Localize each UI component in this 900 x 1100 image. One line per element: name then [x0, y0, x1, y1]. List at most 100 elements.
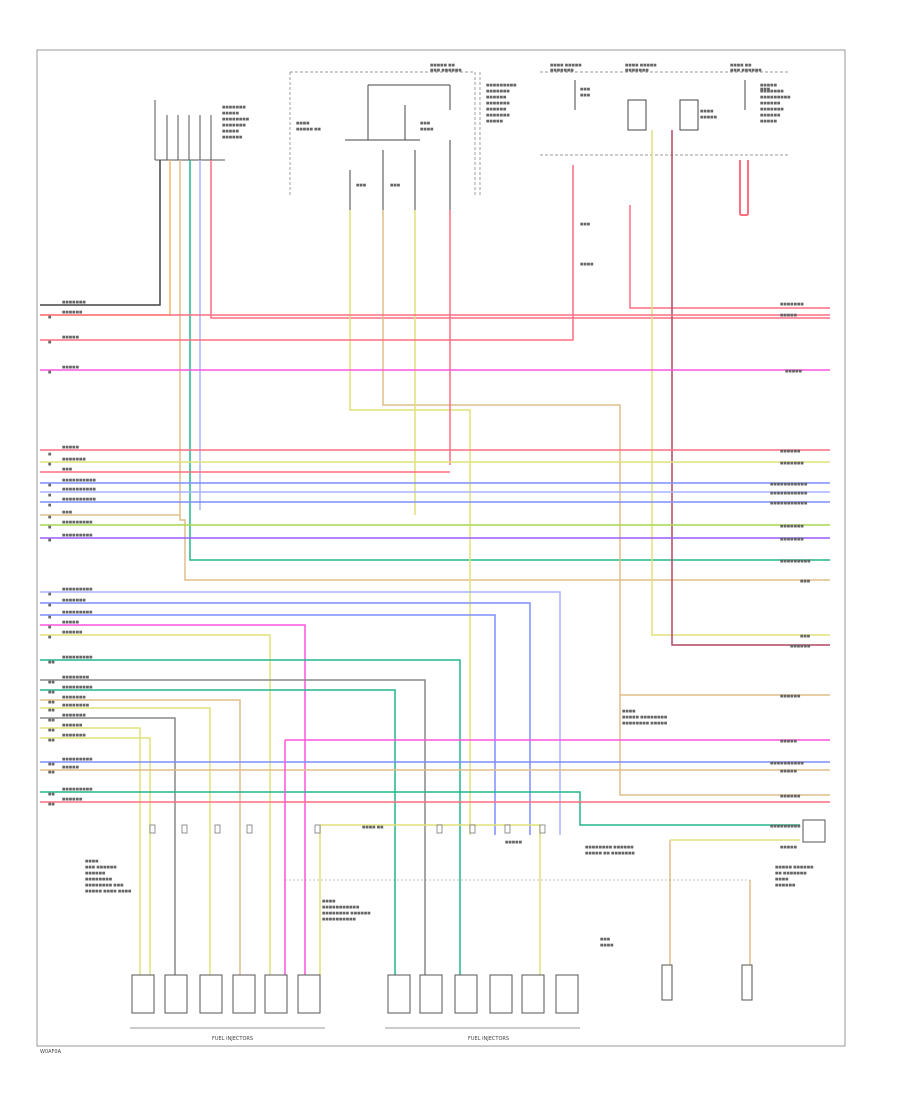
svg-text:■■■■ ■■: ■■■■ ■■	[362, 825, 384, 829]
svg-text:■■■■ ■■■■■: ■■■■ ■■■■■	[625, 63, 657, 67]
svg-text:■: ■	[48, 493, 52, 497]
svg-text:■■■ ■■■■■■: ■■■ ■■■■■■	[85, 865, 117, 869]
svg-text:■■■■■■■■■: ■■■■■■■■■	[62, 587, 93, 591]
svg-text:■■■■■■■■■: ■■■■■■■■■	[780, 559, 811, 563]
svg-text:■■■■■■■■■: ■■■■■■■■■	[770, 824, 801, 828]
svg-text:■■■■■■■■ ■■■■■: ■■■■■■■■ ■■■■■	[622, 721, 668, 725]
top-connector-left	[154, 100, 225, 161]
svg-text:■■■■■■■■■■: ■■■■■■■■■■	[770, 761, 805, 765]
svg-text:■■■: ■■■	[62, 467, 73, 471]
right-connector	[802, 819, 826, 843]
svg-text:■■■■■ ■■: ■■■■■ ■■	[296, 127, 322, 131]
svg-text:■■■■■ ■■■■ ■■■■: ■■■■■ ■■■■ ■■■■	[85, 889, 132, 893]
svg-text:■■■■■■■■■■: ■■■■■■■■■■	[322, 917, 357, 921]
svg-text:■■■■■■■■: ■■■■■■■■	[62, 675, 90, 679]
svg-text:■■■■■■■: ■■■■■■■	[62, 598, 86, 602]
svg-text:■■■■■■■: ■■■■■■■	[222, 123, 246, 127]
svg-text:■■■■■: ■■■■■	[700, 115, 718, 119]
svg-text:■■■■■■■: ■■■■■■■	[486, 101, 510, 105]
svg-text:■■■■■■■: ■■■■■■■	[780, 461, 804, 465]
svg-text:■■■■■■■■■: ■■■■■■■■■	[62, 655, 93, 659]
svg-text:■■■■■■■: ■■■■■■■	[62, 300, 86, 304]
svg-text:■■■■■■■: ■■■■■■■	[62, 733, 86, 737]
svg-text:■■■■■■■■■: ■■■■■■■■■	[486, 83, 517, 87]
svg-text:■: ■	[48, 370, 52, 374]
svg-text:■: ■	[48, 315, 52, 319]
svg-text:■■■■■■■■■■■: ■■■■■■■■■■■	[322, 905, 360, 909]
svg-text:■■■■: ■■■■	[600, 943, 614, 947]
svg-text:■■■■: ■■■■	[296, 121, 310, 125]
diagram-border	[36, 49, 846, 1047]
svg-text:■■: ■■	[48, 762, 55, 766]
svg-text:■■■■■■■■■■■: ■■■■■■■■■■■	[770, 482, 808, 486]
svg-text:■■■■■■: ■■■■■■	[62, 630, 83, 634]
svg-text:■■■■■■■: ■■■■■■■	[486, 113, 510, 117]
svg-text:■■■■: ■■■■	[85, 859, 99, 863]
svg-text:■: ■	[48, 515, 52, 519]
group-label-right: FUEL INJECTORS	[468, 1036, 509, 1042]
svg-text:■■: ■■	[48, 700, 55, 704]
svg-text:■■: ■■	[48, 680, 55, 684]
group-label-left: FUEL INJECTORS	[212, 1036, 253, 1042]
svg-text:■: ■	[48, 525, 52, 529]
svg-text:■■■■■: ■■■■■	[785, 369, 803, 373]
svg-text:■■■■: ■■■■	[580, 262, 594, 266]
svg-text:■■: ■■	[48, 718, 55, 722]
red-loop-right	[739, 160, 749, 216]
svg-text:■■: ■■	[48, 738, 55, 742]
svg-text:■■■■■■: ■■■■■■	[486, 107, 507, 111]
svg-text:■■■■■■■■ ■■■: ■■■■■■■■ ■■■	[85, 883, 124, 887]
svg-text:■■■■■■: ■■■■■■	[775, 883, 796, 887]
svg-text:■■■: ■■■	[800, 579, 811, 583]
svg-text:■■: ■■	[48, 802, 55, 806]
svg-text:■■■■■■: ■■■■■■	[760, 101, 781, 105]
svg-text:■■■: ■■■	[580, 87, 591, 91]
svg-text:■■: ■■	[48, 660, 55, 664]
svg-text:■■■: ■■■	[600, 937, 611, 941]
svg-text:■■■■■■■: ■■■■■■■	[62, 457, 86, 461]
svg-text:■: ■	[48, 615, 52, 619]
svg-text:■■■■■■■: ■■■■■■■	[222, 105, 246, 109]
svg-text:■: ■	[48, 538, 52, 542]
svg-text:■■■■■: ■■■■■	[62, 365, 80, 369]
svg-text:■: ■	[48, 603, 52, 607]
top-relay-labels: ■■■■■ ■■ ■■■ ■■■■■■ ■■■■ ■■■■■ ■■■■■■■ ■…	[296, 63, 791, 266]
svg-text:■■: ■■	[48, 770, 55, 774]
svg-text:■■ ■■■■■■■: ■■ ■■■■■■■	[775, 871, 807, 875]
svg-text:■■■■■■■■■■: ■■■■■■■■■■	[62, 497, 97, 501]
svg-text:■■■■: ■■■■	[420, 127, 434, 131]
vertical-wires-top-left	[40, 160, 830, 581]
svg-text:■: ■	[48, 462, 52, 466]
svg-text:■: ■	[48, 452, 52, 456]
svg-text:■■■■■■■■■: ■■■■■■■■■	[62, 533, 93, 537]
svg-text:■■■■■ ■■ ■■■■■■■: ■■■■■ ■■ ■■■■■■■	[585, 851, 635, 855]
terminal-marks	[149, 824, 546, 834]
svg-text:■■■■■■: ■■■■■■	[486, 95, 507, 99]
svg-text:■■■■■: ■■■■■	[62, 445, 80, 449]
svg-text:■■■■■■■■■■■: ■■■■■■■■■■■	[770, 501, 808, 505]
svg-text:■■■■■■■■■: ■■■■■■■■■	[62, 610, 93, 614]
footer-code: W0AF0A	[40, 1049, 62, 1055]
svg-text:■■■: ■■■	[760, 87, 771, 91]
horizontal-bus-wires	[40, 314, 830, 539]
svg-text:■■■■■■: ■■■■■■	[85, 871, 106, 875]
svg-text:■■■■■: ■■■■■	[62, 335, 80, 339]
svg-text:■■■■■■: ■■■■■■	[62, 310, 83, 314]
svg-text:■■■: ■■■	[356, 183, 367, 187]
svg-text:■■■■■■■■■: ■■■■■■■■■	[62, 757, 93, 761]
svg-text:■■■■■■: ■■■■■■	[780, 794, 801, 798]
svg-text:■: ■	[48, 340, 52, 344]
svg-text:■■■■■■■: ■■■■■■■	[760, 89, 784, 93]
svg-text:■■: ■■	[48, 708, 55, 712]
svg-text:■■■ ■■■■■■: ■■■ ■■■■■■	[730, 68, 762, 72]
svg-text:■■: ■■	[48, 792, 55, 796]
svg-text:■■■■■■■■■■: ■■■■■■■■■■	[62, 478, 97, 482]
svg-text:■■■■■■■: ■■■■■■■	[780, 537, 804, 541]
svg-text:■■■■■■■: ■■■■■■■	[780, 524, 804, 528]
svg-text:■: ■	[48, 635, 52, 639]
relay-switch-left	[345, 84, 451, 210]
svg-text:■■■■■■■: ■■■■■■■	[550, 68, 574, 72]
svg-text:■■■■■■: ■■■■■■	[760, 113, 781, 117]
